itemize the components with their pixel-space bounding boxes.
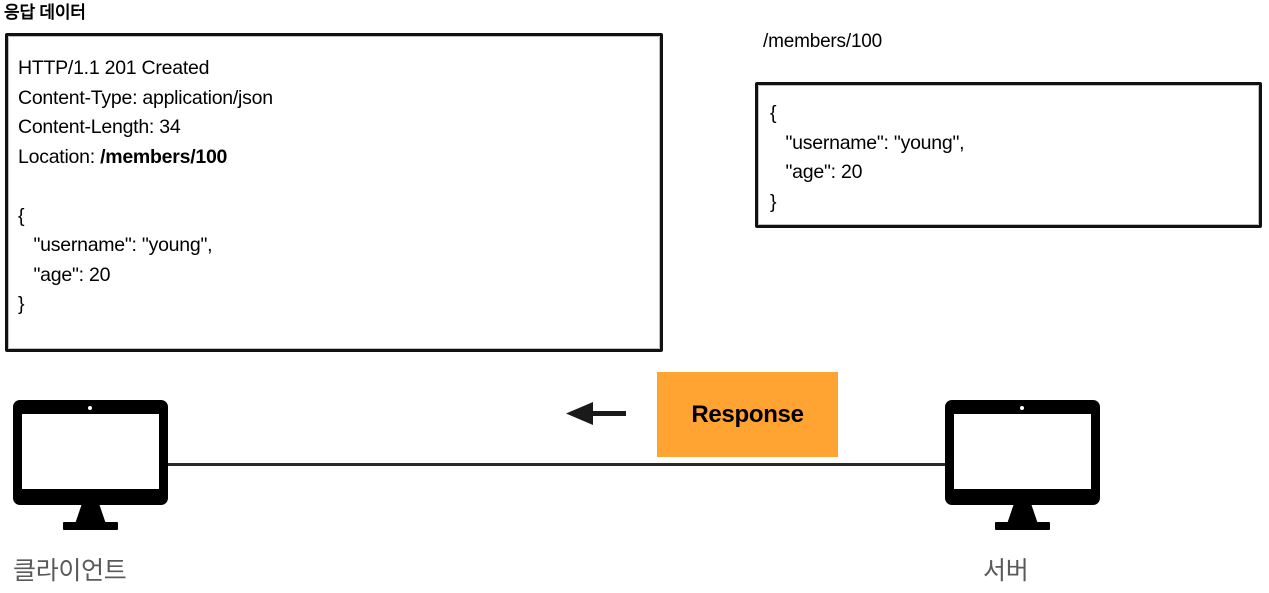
resource-body-close-brace: } <box>770 190 777 213</box>
monitor-bezel <box>13 400 168 505</box>
response-body-age: "age": 20 <box>18 263 111 286</box>
arrow-shaft <box>588 411 626 416</box>
resource-body-open-brace: { <box>770 102 777 124</box>
monitor-screen <box>954 414 1091 489</box>
response-header-location-value: /members/100 <box>100 145 228 168</box>
resource-body-age: "age": 20 <box>770 161 863 183</box>
response-badge: Response <box>657 372 838 457</box>
response-header-content-length: Content-Length: 34 <box>18 116 181 138</box>
client-label: 클라이언트 <box>13 557 127 585</box>
monitor-bezel <box>945 400 1100 505</box>
response-badge-label: Response <box>691 400 804 428</box>
response-header-location-name: Location: <box>18 145 101 168</box>
response-status-line: HTTP/1.1 201 Created <box>18 57 210 79</box>
monitor-camera-dot <box>1020 406 1024 410</box>
arrow-head <box>566 402 593 425</box>
resource-text-block: { "username": "young", "age": 20 } <box>770 99 1253 217</box>
page-title: 응답 데이터 <box>4 3 86 22</box>
response-text-block: HTTP/1.1 201 Created Content-Type: appli… <box>18 54 654 320</box>
response-header-content-type: Content-Type: application/json <box>18 86 273 109</box>
monitor-screen <box>22 414 159 489</box>
client-monitor-icon <box>13 400 168 530</box>
response-arrow-left-icon <box>566 402 626 426</box>
monitor-stand-base <box>63 522 118 530</box>
client-server-connection-line <box>168 463 946 466</box>
monitor-camera-dot <box>88 406 92 410</box>
monitor-stand-neck <box>1007 504 1038 524</box>
resource-body-username: "username": "young", <box>770 131 965 154</box>
response-data-box: HTTP/1.1 201 Created Content-Type: appli… <box>5 33 663 352</box>
resource-uri-label: /members/100 <box>763 31 883 52</box>
response-body-close-brace: } <box>18 293 25 315</box>
server-label: 서버 <box>983 557 1029 585</box>
server-monitor-icon <box>945 400 1100 530</box>
response-body-username: "username": "young", <box>18 234 213 256</box>
resource-data-box: { "username": "young", "age": 20 } <box>755 82 1262 228</box>
monitor-stand-base <box>995 522 1050 530</box>
response-body-open-brace: { <box>18 204 25 227</box>
monitor-stand-neck <box>75 504 106 524</box>
